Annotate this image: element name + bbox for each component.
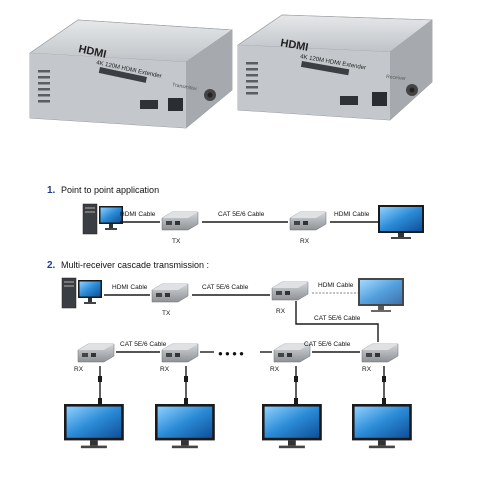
s1-rx-label: RX [300, 238, 310, 245]
s2-top-display-icon [358, 278, 404, 312]
receiver-brand-text: HDMI [279, 37, 309, 54]
s1-cat-cable-label: CAT 5E/6 Cable [218, 211, 265, 218]
section-cascade: 2. Multi-receiver cascade transmission :… [47, 260, 412, 449]
s2-rx1-label: RX [74, 366, 84, 373]
receiver-vents [246, 62, 258, 95]
section1-title: Point to point application [61, 185, 159, 195]
s2-rx-top-box-icon [271, 281, 309, 301]
s2-tx-box-icon [151, 283, 189, 303]
section-point-to-point: 1. Point to point application HDMI Cable… [47, 185, 424, 245]
transmitter-unit: HDMI 4K 120M HDMI Extender Transmitter [29, 19, 233, 129]
section2-number: 2. [47, 260, 56, 271]
s2-cat-cable-down-label: CAT 5E/6 Cable [314, 315, 361, 322]
s1-tx-label: TX [172, 238, 181, 245]
receiver-unit: HDMI 4K 120M HDMI Extender Receiver [237, 14, 433, 121]
s1-hdmi-cable-right-label: HDMI Cable [334, 211, 370, 218]
cascade-down-cable [295, 301, 379, 342]
s2-display-3-icon [262, 404, 322, 449]
section2-title: Multi-receiver cascade transmission : [61, 260, 209, 270]
receiver-label: Receiver [386, 74, 407, 82]
s2-rx4-label: RX [362, 366, 372, 373]
receiver-hdmi-port-icon [340, 96, 358, 105]
s1-rx-box-icon [289, 211, 327, 231]
s2-rx2-box-icon [161, 343, 199, 363]
s2-rx-top-label: RX [276, 308, 286, 315]
receiver-rj45-port-icon [372, 92, 387, 106]
transmitter-vents [38, 70, 50, 103]
s2-hdmi-cable-left-label: HDMI Cable [112, 284, 148, 291]
s2-cat-cable-top-label: CAT 5E/6 Cable [202, 284, 249, 291]
s2-hdmi-cable-right-label: HDMI Cable [318, 282, 354, 289]
s2-rx4-box-icon [361, 343, 399, 363]
s2-rx3-label: RX [270, 366, 280, 373]
s1-display-icon [378, 205, 424, 239]
s2-rx2-label: RX [160, 366, 170, 373]
hdmi-port-icon [140, 100, 158, 109]
s2-rx1-box-icon [77, 343, 115, 363]
s2-tx-label: TX [162, 310, 171, 317]
s1-hdmi-cable-left-label: HDMI Cable [120, 211, 156, 218]
s2-display-1-icon [64, 404, 124, 449]
s2-display-2-icon [155, 404, 215, 449]
transmitter-brand-text: HDMI [77, 43, 107, 61]
s2-source-pc-icon [61, 277, 103, 309]
s2-display-4-icon [352, 404, 412, 449]
more-receivers-ellipsis: ● ● ● ● [218, 349, 244, 358]
s1-tx-box-icon [161, 211, 199, 231]
section1-number: 1. [47, 185, 56, 196]
s2-cat-cable-right-label: CAT 5E/6 Cable [304, 341, 351, 348]
s2-cat-cable-left-label: CAT 5E/6 Cable [120, 341, 167, 348]
source-pc-icon [82, 203, 124, 235]
rj45-port-icon [168, 98, 183, 111]
hdmi-drop-cables [99, 366, 385, 404]
transmitter-label: Transmitter [172, 82, 198, 92]
